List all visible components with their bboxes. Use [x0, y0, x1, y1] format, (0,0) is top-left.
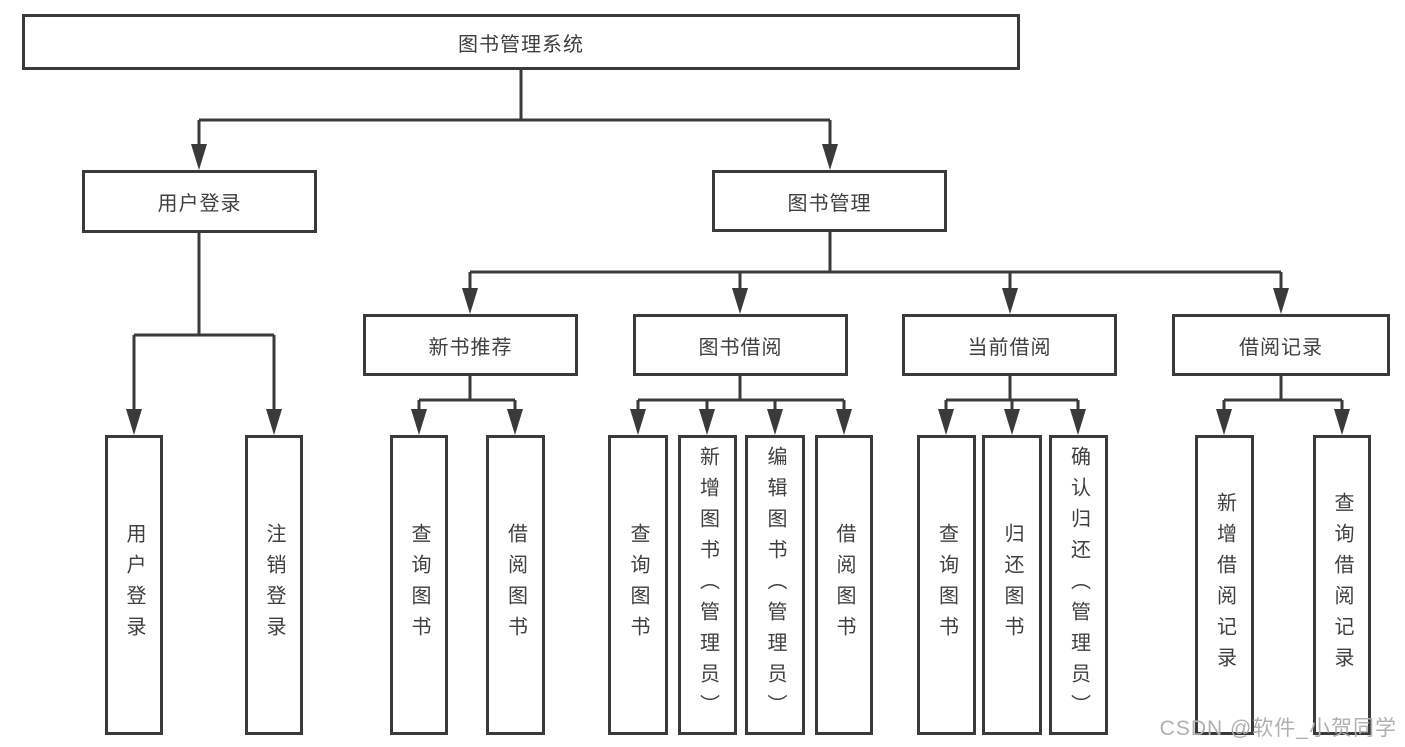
node-borrow-records: 借阅记录	[1172, 314, 1390, 376]
leaf-query-books-borrow: 查询图书	[608, 435, 668, 735]
leaf-query-books-recommend: 查询图书	[390, 435, 448, 735]
leaf-add-borrow-record: 新增借阅记录	[1195, 435, 1254, 735]
leaf-logout: 注销登录	[245, 435, 303, 735]
node-current-borrow: 当前借阅	[902, 314, 1117, 376]
leaf-borrow-books-recommend: 借阅图书	[486, 435, 545, 735]
leaf-query-books-current: 查询图书	[917, 435, 976, 735]
leaf-confirm-return-admin: 确认归还（管理员）	[1049, 435, 1108, 735]
leaf-query-borrow-record: 查询借阅记录	[1313, 435, 1371, 735]
arrowheads	[126, 144, 1350, 435]
node-book-borrow: 图书借阅	[633, 314, 848, 376]
node-library-management-system: 图书管理系统	[22, 14, 1020, 70]
leaf-add-books-admin: 新增图书（管理员）	[678, 435, 737, 735]
leaf-user-login: 用户登录	[105, 435, 163, 735]
node-book-management-branch: 图书管理	[712, 170, 947, 232]
leaf-edit-books-admin: 编辑图书（管理员）	[745, 435, 805, 735]
csdn-watermark: CSDN @软件_小贺同学	[1159, 717, 1397, 740]
node-user-login-branch: 用户登录	[82, 170, 317, 233]
leaf-borrow-books: 借阅图书	[815, 435, 873, 735]
leaf-return-books: 归还图书	[982, 435, 1042, 735]
node-new-book-recommend: 新书推荐	[363, 314, 578, 376]
